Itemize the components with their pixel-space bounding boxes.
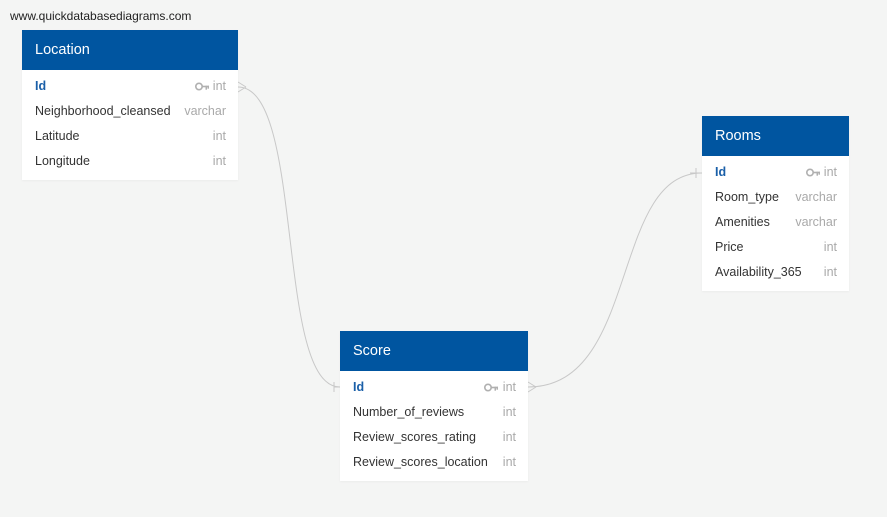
column-name: Longitude [35, 154, 90, 168]
column-type: int [502, 455, 516, 469]
connector-location-score [237, 86, 341, 388]
column-name: Review_scores_rating [353, 430, 476, 444]
column-row[interactable]: Neighborhood_cleansed varchar [22, 99, 238, 124]
column-row[interactable]: Room_type varchar [702, 185, 849, 210]
column-name: Number_of_reviews [353, 405, 465, 419]
column-list: Id int Neighborhood_cleansed varchar Lat… [22, 70, 238, 180]
column-type: int [212, 129, 226, 143]
column-row[interactable]: Number_of_reviews int [340, 400, 528, 425]
column-name: Neighborhood_cleansed [35, 104, 171, 118]
connector-score-rooms [527, 172, 703, 388]
column-name: Review_scores_location [353, 455, 488, 469]
column-name: Price [715, 240, 744, 254]
column-type: varchar [795, 215, 837, 229]
column-row[interactable]: Availability_365 int [702, 260, 849, 285]
column-name: Id [35, 79, 47, 93]
column-name: Amenities [715, 215, 770, 229]
column-name: Room_type [715, 190, 779, 204]
column-row[interactable]: Amenities varchar [702, 210, 849, 235]
column-type: int [212, 154, 226, 168]
watermark-text: www.quickdatabasediagrams.com [10, 9, 192, 23]
column-name: Availability_365 [715, 265, 802, 279]
column-type: varchar [184, 104, 226, 118]
table-rooms[interactable]: Rooms Id int Room_type varchar Amenities… [702, 116, 849, 291]
one-bar-icon [333, 382, 340, 392]
crows-foot-many-icon [527, 381, 537, 393]
column-type: int [502, 405, 516, 419]
table-title[interactable]: Location [22, 30, 238, 70]
column-row[interactable]: Price int [702, 235, 849, 260]
key-icon [484, 383, 498, 392]
column-row[interactable]: Id int [340, 375, 528, 400]
column-type: int [212, 79, 226, 93]
column-row[interactable]: Id int [22, 74, 238, 99]
column-type: varchar [795, 190, 837, 204]
column-row[interactable]: Id int [702, 160, 849, 185]
table-title[interactable]: Rooms [702, 116, 849, 156]
key-icon [806, 168, 820, 177]
table-title[interactable]: Score [340, 331, 528, 371]
table-location[interactable]: Location Id int Neighborhood_cleansed va… [22, 30, 238, 180]
column-row[interactable]: Latitude int [22, 124, 238, 149]
column-type: int [823, 240, 837, 254]
table-score[interactable]: Score Id int Number_of_reviews int Revie… [340, 331, 528, 481]
key-icon [195, 82, 209, 91]
column-type: int [823, 165, 837, 179]
column-list: Id int Number_of_reviews int Review_scor… [340, 371, 528, 481]
crows-foot-many-icon [237, 81, 247, 93]
column-name: Latitude [35, 129, 80, 143]
column-row[interactable]: Review_scores_location int [340, 450, 528, 475]
column-row[interactable]: Review_scores_rating int [340, 425, 528, 450]
column-type: int [823, 265, 837, 279]
column-type: int [502, 430, 516, 444]
column-row[interactable]: Longitude int [22, 149, 238, 174]
one-bar-icon [690, 168, 702, 178]
column-name: Id [715, 165, 727, 179]
column-list: Id int Room_type varchar Amenities varch… [702, 156, 849, 291]
column-type: int [502, 380, 516, 394]
column-name: Id [353, 380, 365, 394]
